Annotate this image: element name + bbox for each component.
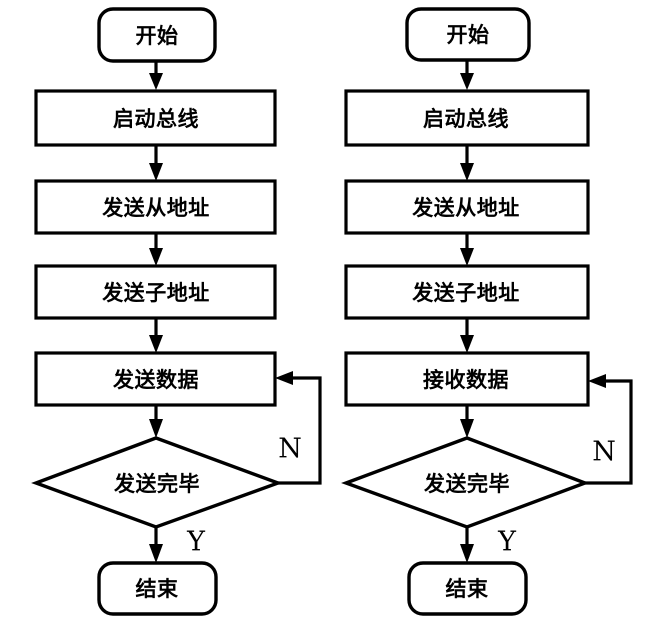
edge-label-no: N xyxy=(592,437,616,468)
node-right-sub-address: 发送子地址 xyxy=(344,264,590,320)
node-label: 发送完毕 xyxy=(423,472,510,496)
edge-right-no-loop: N xyxy=(585,374,633,485)
node-left-decision: 发送完毕 xyxy=(31,436,283,529)
edge-right-slaveadr-to-subadr xyxy=(460,233,474,266)
edge-left-no-loop: N xyxy=(275,371,322,485)
node-left-slave-address: 发送从地址 xyxy=(34,179,277,235)
node-left-sub-address: 发送子地址 xyxy=(34,264,277,320)
node-right-decision: 发送完毕 xyxy=(341,436,590,529)
arrow-head-down xyxy=(149,419,163,438)
node-label: 发送从地址 xyxy=(411,196,520,220)
node-right-start-bus: 启动总线 xyxy=(344,89,590,147)
node-right-end: 结束 xyxy=(407,561,528,616)
edge-left-slaveadr-to-subadr xyxy=(149,233,163,266)
terminal-shape xyxy=(407,561,528,616)
node-left-start: 开始 xyxy=(97,7,217,63)
arrow-head-left xyxy=(588,374,606,388)
arrow-head-down xyxy=(149,163,163,181)
process-shape xyxy=(34,89,277,147)
edge-left-start-to-startbus xyxy=(149,61,163,90)
process-shape xyxy=(344,89,590,147)
arrow-head-down xyxy=(149,248,163,266)
edge-left-startbus-to-slaveadr xyxy=(149,145,163,181)
node-label: 开始 xyxy=(447,23,490,47)
node-right-receive-data: 接收数据 xyxy=(344,351,590,407)
arrow-head-down xyxy=(149,544,163,563)
arrow-head-down xyxy=(460,73,474,90)
node-label: 发送子地址 xyxy=(411,281,520,305)
arrow-head-down xyxy=(460,544,474,563)
node-right-start: 开始 xyxy=(405,7,531,62)
edge-left-subadr-to-data xyxy=(149,318,163,353)
edge-right-yes-to-end: Y xyxy=(460,527,517,563)
edge-label-no: N xyxy=(278,434,302,465)
node-label: 发送子地址 xyxy=(101,281,210,305)
node-label: 启动总线 xyxy=(113,107,199,131)
edge-right-start-to-startbus xyxy=(460,60,474,90)
node-left-send-data: 发送数据 xyxy=(34,351,277,407)
node-right-slave-address: 发送从地址 xyxy=(344,179,590,235)
arrow-head-down xyxy=(149,335,163,353)
node-label: 发送完毕 xyxy=(113,472,200,496)
process-shape xyxy=(344,264,590,320)
arrow-head-left xyxy=(275,371,293,385)
edge-left-data-to-check xyxy=(149,405,163,438)
node-label: 接收数据 xyxy=(423,368,509,392)
node-left-start-bus: 启动总线 xyxy=(34,89,277,147)
arrow-head-down xyxy=(149,73,163,90)
edge-label-yes: Y xyxy=(186,527,206,558)
arrow-head-down xyxy=(460,335,474,353)
edge-label-yes: Y xyxy=(497,527,517,558)
node-label: 结束 xyxy=(136,577,179,601)
node-label: 发送数据 xyxy=(112,368,199,392)
process-shape xyxy=(34,264,277,320)
edge-right-subadr-to-data xyxy=(460,318,474,353)
node-label: 开始 xyxy=(136,24,179,48)
arrow-head-down xyxy=(460,248,474,266)
loop-line xyxy=(278,376,322,485)
arrow-head-down xyxy=(460,419,474,438)
edge-left-yes-to-end: Y xyxy=(149,527,206,563)
node-label: 结束 xyxy=(446,577,489,601)
arrow-head-down xyxy=(460,163,474,181)
node-left-end: 结束 xyxy=(97,561,218,616)
node-label: 发送从地址 xyxy=(101,196,210,220)
loop-line xyxy=(585,379,633,485)
edge-right-startbus-to-slaveadr xyxy=(460,145,474,181)
node-label: 启动总线 xyxy=(423,107,509,131)
terminal-shape xyxy=(97,561,218,616)
left-flowchart: 开始 启动总线 发送从地址 发送子地址 xyxy=(31,7,322,616)
right-flowchart: 开始 启动总线 发送从地址 发送子地址 xyxy=(341,7,633,616)
edge-right-data-to-check xyxy=(460,405,474,438)
